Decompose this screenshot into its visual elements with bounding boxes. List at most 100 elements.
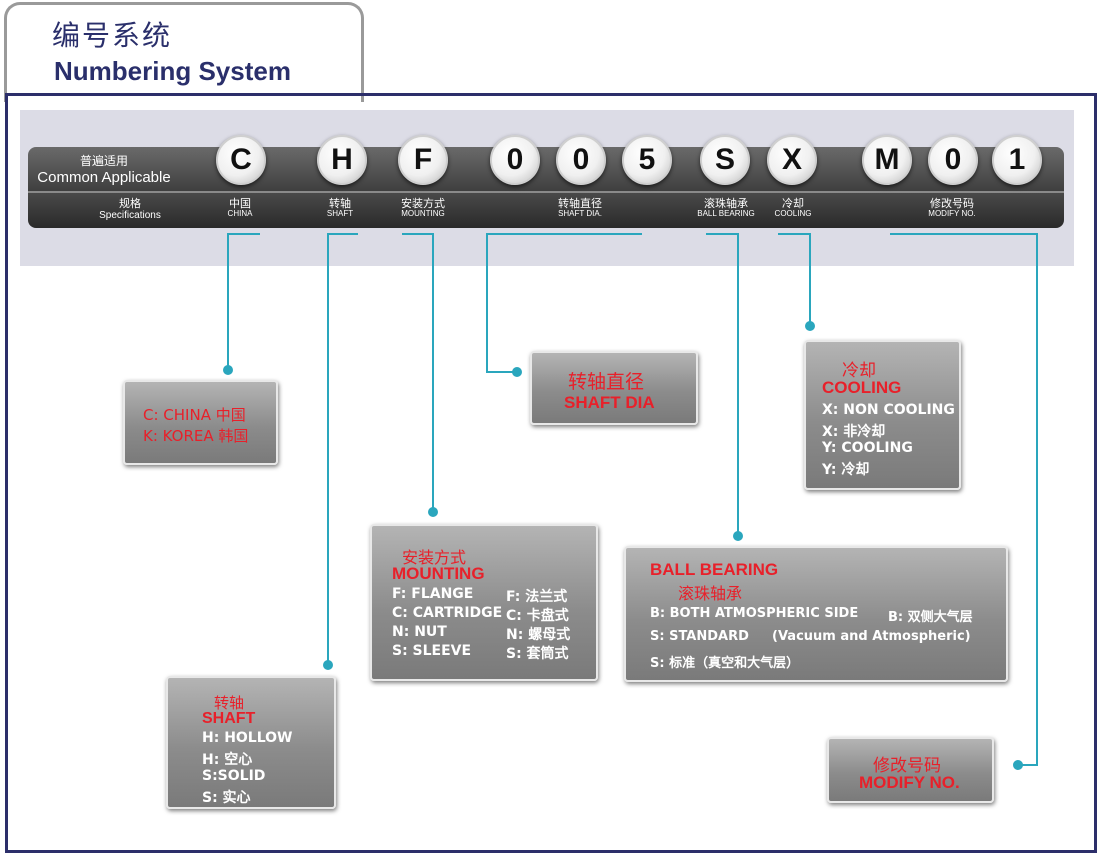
connector-modify (890, 233, 1038, 766)
mounting-item-en: S: SLEEVE (392, 643, 472, 659)
bearing-title-cn: 滚珠轴承 (678, 584, 743, 603)
title-chinese: 编号系统 (52, 19, 173, 52)
common-applicable: 普遍适用 Common Applicable (34, 152, 174, 186)
mounting-box: 安装方式 MOUNTING F: FLANGE C: CARTRIDGE N: … (370, 524, 598, 681)
label-en: SHAFT (326, 209, 354, 219)
modify-title-cn: 修改号码 (873, 756, 941, 776)
label-cn: 中国 (229, 197, 251, 210)
connector-dot (733, 531, 743, 541)
bearing-title-en: BALL BEARING (650, 560, 779, 579)
connector-ball-bearing (706, 233, 739, 536)
shaft-item: H: 空心 (202, 752, 253, 768)
label-en: CHINA (227, 209, 253, 219)
connector-shaft-dia (486, 233, 642, 373)
mounting-title-en: MOUNTING (392, 564, 485, 583)
label-cn: 转轴直径 (558, 197, 602, 210)
shaft-dia-title-cn: 转轴直径 (568, 371, 645, 393)
spec-en: Specifications (99, 210, 161, 222)
label-shaft: 转轴 SHAFT (310, 197, 370, 219)
band-separator (28, 191, 1064, 193)
label-en: MOUNTING (401, 209, 445, 219)
common-cn: 普遍适用 (79, 154, 128, 168)
modify-title-en: MODIFY NO. (859, 773, 960, 792)
label-en: SHAFT DIA. (558, 209, 602, 219)
shaft-item: S: 实心 (202, 790, 251, 806)
code-band-bottom (28, 192, 1064, 228)
mounting-item-cn: S: 套筒式 (506, 646, 569, 662)
label-cn: 转轴 (329, 197, 351, 210)
connector-mounting (402, 233, 434, 512)
mounting-item-en: N: NUT (392, 624, 447, 640)
cooling-item: X: NON COOLING (822, 402, 955, 418)
code-circle: 0 (928, 135, 978, 185)
cooling-title-cn: 冷却 (842, 361, 876, 381)
mounting-item-cn: C: 卡盘式 (506, 608, 569, 624)
label-cn: 安装方式 (401, 197, 445, 210)
connector-dot (323, 660, 333, 670)
code-circle: 5 (622, 135, 672, 185)
header-tab (4, 2, 364, 102)
cooling-item: Y: 冷却 (822, 462, 870, 478)
modify-no-box: 修改号码 MODIFY NO. (827, 737, 994, 803)
diagram-frame (5, 93, 1097, 853)
label-en: COOLING (774, 209, 812, 219)
connector-dot (428, 507, 438, 517)
connector-dot (512, 367, 522, 377)
shaft-title-en: SHAFT (202, 710, 256, 727)
spec-cn: 规格 (119, 197, 141, 210)
cooling-title-en: COOLING (822, 378, 902, 397)
code-circle: 1 (992, 135, 1042, 185)
label-cn: 滚珠轴承 (704, 197, 748, 210)
label-ball-bearing: 滚珠轴承 BALL BEARING (684, 197, 768, 219)
mounting-item-en: C: CARTRIDGE (392, 605, 503, 621)
connector-dot (223, 365, 233, 375)
china-line1: C: CHINA 中国 (143, 406, 246, 424)
cooling-item: Y: COOLING (822, 440, 913, 456)
connector-cooling (778, 233, 811, 326)
shaft-item: S:SOLID (202, 768, 266, 784)
mounting-item-cn: F: 法兰式 (506, 589, 568, 605)
shaft-dia-title-en: SHAFT DIA (564, 393, 655, 412)
code-circle: X (767, 135, 817, 185)
shaft-box: 转轴 SHAFT H: HOLLOW H: 空心 S:SOLID S: 实心 (166, 676, 336, 809)
common-en: Common Applicable (37, 169, 171, 186)
label-shaft-dia: 转轴直径 SHAFT DIA. (540, 197, 620, 219)
bearing-line3: S: 标准（真空和大气层） (650, 656, 800, 671)
bearing-line1a: B: BOTH ATMOSPHERIC SIDE (650, 606, 859, 621)
label-modify-no: 修改号码 MODIFY NO. (912, 197, 992, 219)
bearing-line2b: (Vacuum and Atmospheric) (772, 629, 971, 644)
code-circle: M (862, 135, 912, 185)
code-circle: H (317, 135, 367, 185)
cooling-box: 冷却 COOLING X: NON COOLING X: 非冷却 Y: COOL… (804, 340, 961, 490)
bearing-line2a: S: STANDARD (650, 629, 749, 644)
label-cn: 修改号码 (930, 197, 974, 210)
label-cn: 冷却 (782, 197, 804, 210)
shaft-item: H: HOLLOW (202, 730, 293, 746)
label-en: BALL BEARING (697, 209, 755, 219)
code-circle: F (398, 135, 448, 185)
mounting-item-cn: N: 螺母式 (506, 627, 571, 643)
spec-label: 规格 Specifications (80, 197, 180, 222)
bearing-line1b: B: 双侧大气层 (888, 610, 973, 625)
connector-china (227, 233, 260, 370)
label-cooling: 冷却 COOLING (766, 197, 820, 219)
ball-bearing-box: BALL BEARING 滚珠轴承 B: BOTH ATMOSPHERIC SI… (624, 546, 1008, 682)
title-english: Numbering System (54, 56, 291, 86)
label-china: 中国 CHINA (210, 197, 270, 219)
connector-dot (1013, 760, 1023, 770)
label-mounting: 安装方式 MOUNTING (386, 197, 460, 219)
code-circle: 0 (490, 135, 540, 185)
shaft-title-cn: 转轴 (214, 694, 245, 712)
code-circle: S (700, 135, 750, 185)
connector-shaft (327, 233, 358, 665)
cooling-item: X: 非冷却 (822, 424, 886, 440)
connector-dot (805, 321, 815, 331)
label-en: MODIFY NO. (928, 209, 976, 219)
china-line2: K: KOREA 韩国 (143, 427, 249, 445)
mounting-item-en: F: FLANGE (392, 586, 474, 602)
shaft-dia-box: 转轴直径 SHAFT DIA (530, 351, 698, 425)
china-box: C: CHINA 中国 K: KOREA 韩国 (123, 380, 278, 465)
code-circle: C (216, 135, 266, 185)
mounting-title-cn: 安装方式 (402, 548, 467, 567)
